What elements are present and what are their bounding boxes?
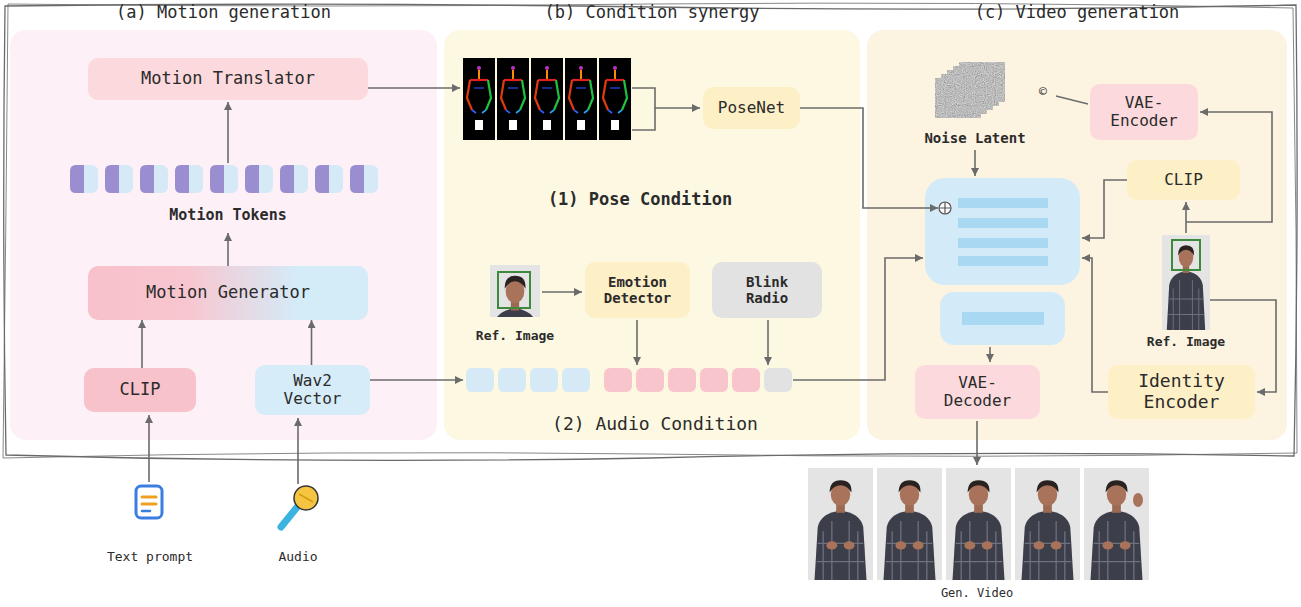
box-label: Motion Translator [141, 69, 315, 89]
box-label: Blink Radio [724, 274, 810, 306]
panel-region: (b) Condition synergyPoseNetEmotion Dete… [444, 30, 860, 440]
text-label: Gen. Video [941, 587, 1013, 601]
microphone-icon [281, 486, 318, 527]
panel-heading: (a) Motion generation [10, 3, 437, 23]
box-label: CLIP [120, 380, 161, 400]
process-box: Motion Generator [88, 266, 368, 320]
process-box: Emotion Detector [585, 262, 690, 318]
process-box: CLIP [1127, 160, 1240, 200]
process-box: Blink Radio [712, 262, 822, 318]
text-label: (2) Audio Condition [552, 414, 758, 435]
text-label: Motion Tokens [169, 207, 286, 224]
panel-region: (a) Motion generationMotion TranslatorMo… [10, 30, 437, 440]
panel-heading: (b) Condition synergy [444, 3, 860, 23]
text-label: Noise Latent [924, 130, 1025, 146]
box-label: CLIP [1164, 171, 1203, 189]
box-label: PoseNet [718, 99, 785, 117]
panel-heading: (c) Video generation [867, 3, 1287, 23]
text-label: Ref. Image [476, 329, 554, 344]
process-box: VAE-Encoder [1090, 84, 1198, 140]
generated-video-frames [808, 468, 1149, 580]
process-box: CLIP [84, 368, 196, 412]
process-box: Identity Encoder [1108, 365, 1255, 419]
process-box: Motion Translator [88, 58, 368, 100]
process-box: Wav2 Vector [255, 365, 370, 415]
box-label: VAE-Encoder [1102, 94, 1186, 131]
box-label: Identity Encoder [1120, 371, 1243, 412]
process-box: PoseNet [703, 87, 800, 129]
text-label: (1) Pose Condition [548, 190, 732, 210]
text-prompt-icon [136, 486, 162, 518]
box-label: Wav2 Vector [267, 372, 358, 409]
box-label: VAE-Decoder [927, 374, 1028, 411]
box-label: Emotion Detector [597, 274, 678, 306]
text-label: Ref. Image [1147, 335, 1225, 350]
text-label: Audio [278, 550, 317, 565]
box-label: Motion Generator [146, 283, 310, 303]
sketch-border [3, 3, 1297, 460]
text-label: © [1039, 85, 1047, 100]
process-box: VAE-Decoder [915, 365, 1040, 419]
text-label: Text prompt [107, 550, 193, 565]
panel-region: (c) Video generationVAE-EncoderCLIPIdent… [867, 30, 1287, 440]
